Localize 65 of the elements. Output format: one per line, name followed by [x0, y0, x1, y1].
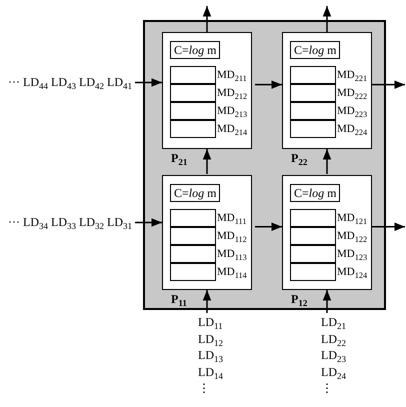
data-label: LD$_{11}$ — [198, 314, 224, 330]
arrow — [134, 218, 162, 227]
arrow — [134, 78, 162, 87]
register-cell — [170, 263, 216, 281]
register-label: MD$_{214}$ — [217, 123, 248, 135]
data-label: LD$_{14}$ — [198, 364, 224, 380]
register-label: MD$_{112}$ — [217, 230, 247, 242]
register-cell — [170, 66, 216, 84]
arrow — [322, 6, 332, 32]
arrow — [202, 149, 212, 174]
register-cell — [290, 245, 336, 263]
register-cell — [290, 66, 336, 84]
formula-box: C=log m — [170, 184, 220, 202]
input-sequence: ··· LD$_{34}$ LD$_{33}$ LD$_{32}$ LD$_{31}$ — [8, 215, 132, 230]
register-label: MD$_{222}$ — [337, 87, 368, 99]
register-label: MD$_{212}$ — [217, 87, 248, 99]
register-cell — [170, 209, 216, 227]
register-cell — [170, 84, 216, 102]
register-cell — [170, 245, 216, 263]
register-label: MD$_{224}$ — [337, 123, 368, 135]
processor-label: P$_{12}$ — [291, 292, 308, 307]
processor-label: P$_{11}$ — [171, 292, 187, 307]
arrow — [322, 290, 332, 313]
arrow — [322, 149, 332, 174]
data-label: LD$_{24}$ — [321, 364, 347, 380]
arrow — [255, 80, 282, 89]
register-label: MD$_{213}$ — [217, 105, 248, 117]
register-cell — [290, 84, 336, 102]
register-cell — [170, 120, 216, 138]
processor-label: P$_{21}$ — [171, 151, 188, 166]
arrow — [255, 222, 282, 231]
arrow — [372, 222, 405, 231]
formula-box: C=log m — [170, 41, 220, 59]
data-label: ⋮ — [198, 380, 211, 396]
register-label: MD$_{124}$ — [337, 266, 368, 278]
register-label: MD$_{123}$ — [337, 248, 368, 260]
register-label: MD$_{221}$ — [337, 69, 368, 81]
register-label: MD$_{111}$ — [217, 212, 246, 224]
register-label: MD$_{122}$ — [337, 230, 368, 242]
register-label: MD$_{211}$ — [217, 69, 247, 81]
data-label: LD$_{23}$ — [321, 347, 347, 364]
register-label: MD$_{114}$ — [217, 266, 247, 278]
data-label: ⋮ — [321, 380, 334, 396]
register-cell — [170, 227, 216, 245]
register-label: MD$_{113}$ — [217, 248, 247, 260]
arrow — [202, 290, 212, 313]
arrow — [372, 80, 405, 89]
register-cell — [290, 102, 336, 120]
register-cell — [290, 209, 336, 227]
register-label: MD$_{121}$ — [337, 212, 368, 224]
data-label: LD$_{22}$ — [321, 330, 347, 347]
processor-label: P$_{22}$ — [291, 151, 308, 166]
register-cell — [290, 263, 336, 281]
data-label: LD$_{21}$ — [321, 314, 347, 330]
input-sequence: ··· LD$_{44}$ LD$_{43}$ LD$_{42}$ LD$_{41}$ — [8, 75, 132, 90]
data-label: LD$_{13}$ — [198, 347, 224, 364]
data-label: LD$_{12}$ — [198, 330, 224, 347]
register-cell — [170, 102, 216, 120]
register-label: MD$_{223}$ — [337, 105, 368, 117]
arrow — [202, 6, 212, 32]
register-cell — [290, 227, 336, 245]
formula-box: C=log m — [290, 184, 340, 202]
formula-box: C=log m — [290, 41, 340, 59]
register-cell — [290, 120, 336, 138]
array-frame — [143, 20, 386, 310]
